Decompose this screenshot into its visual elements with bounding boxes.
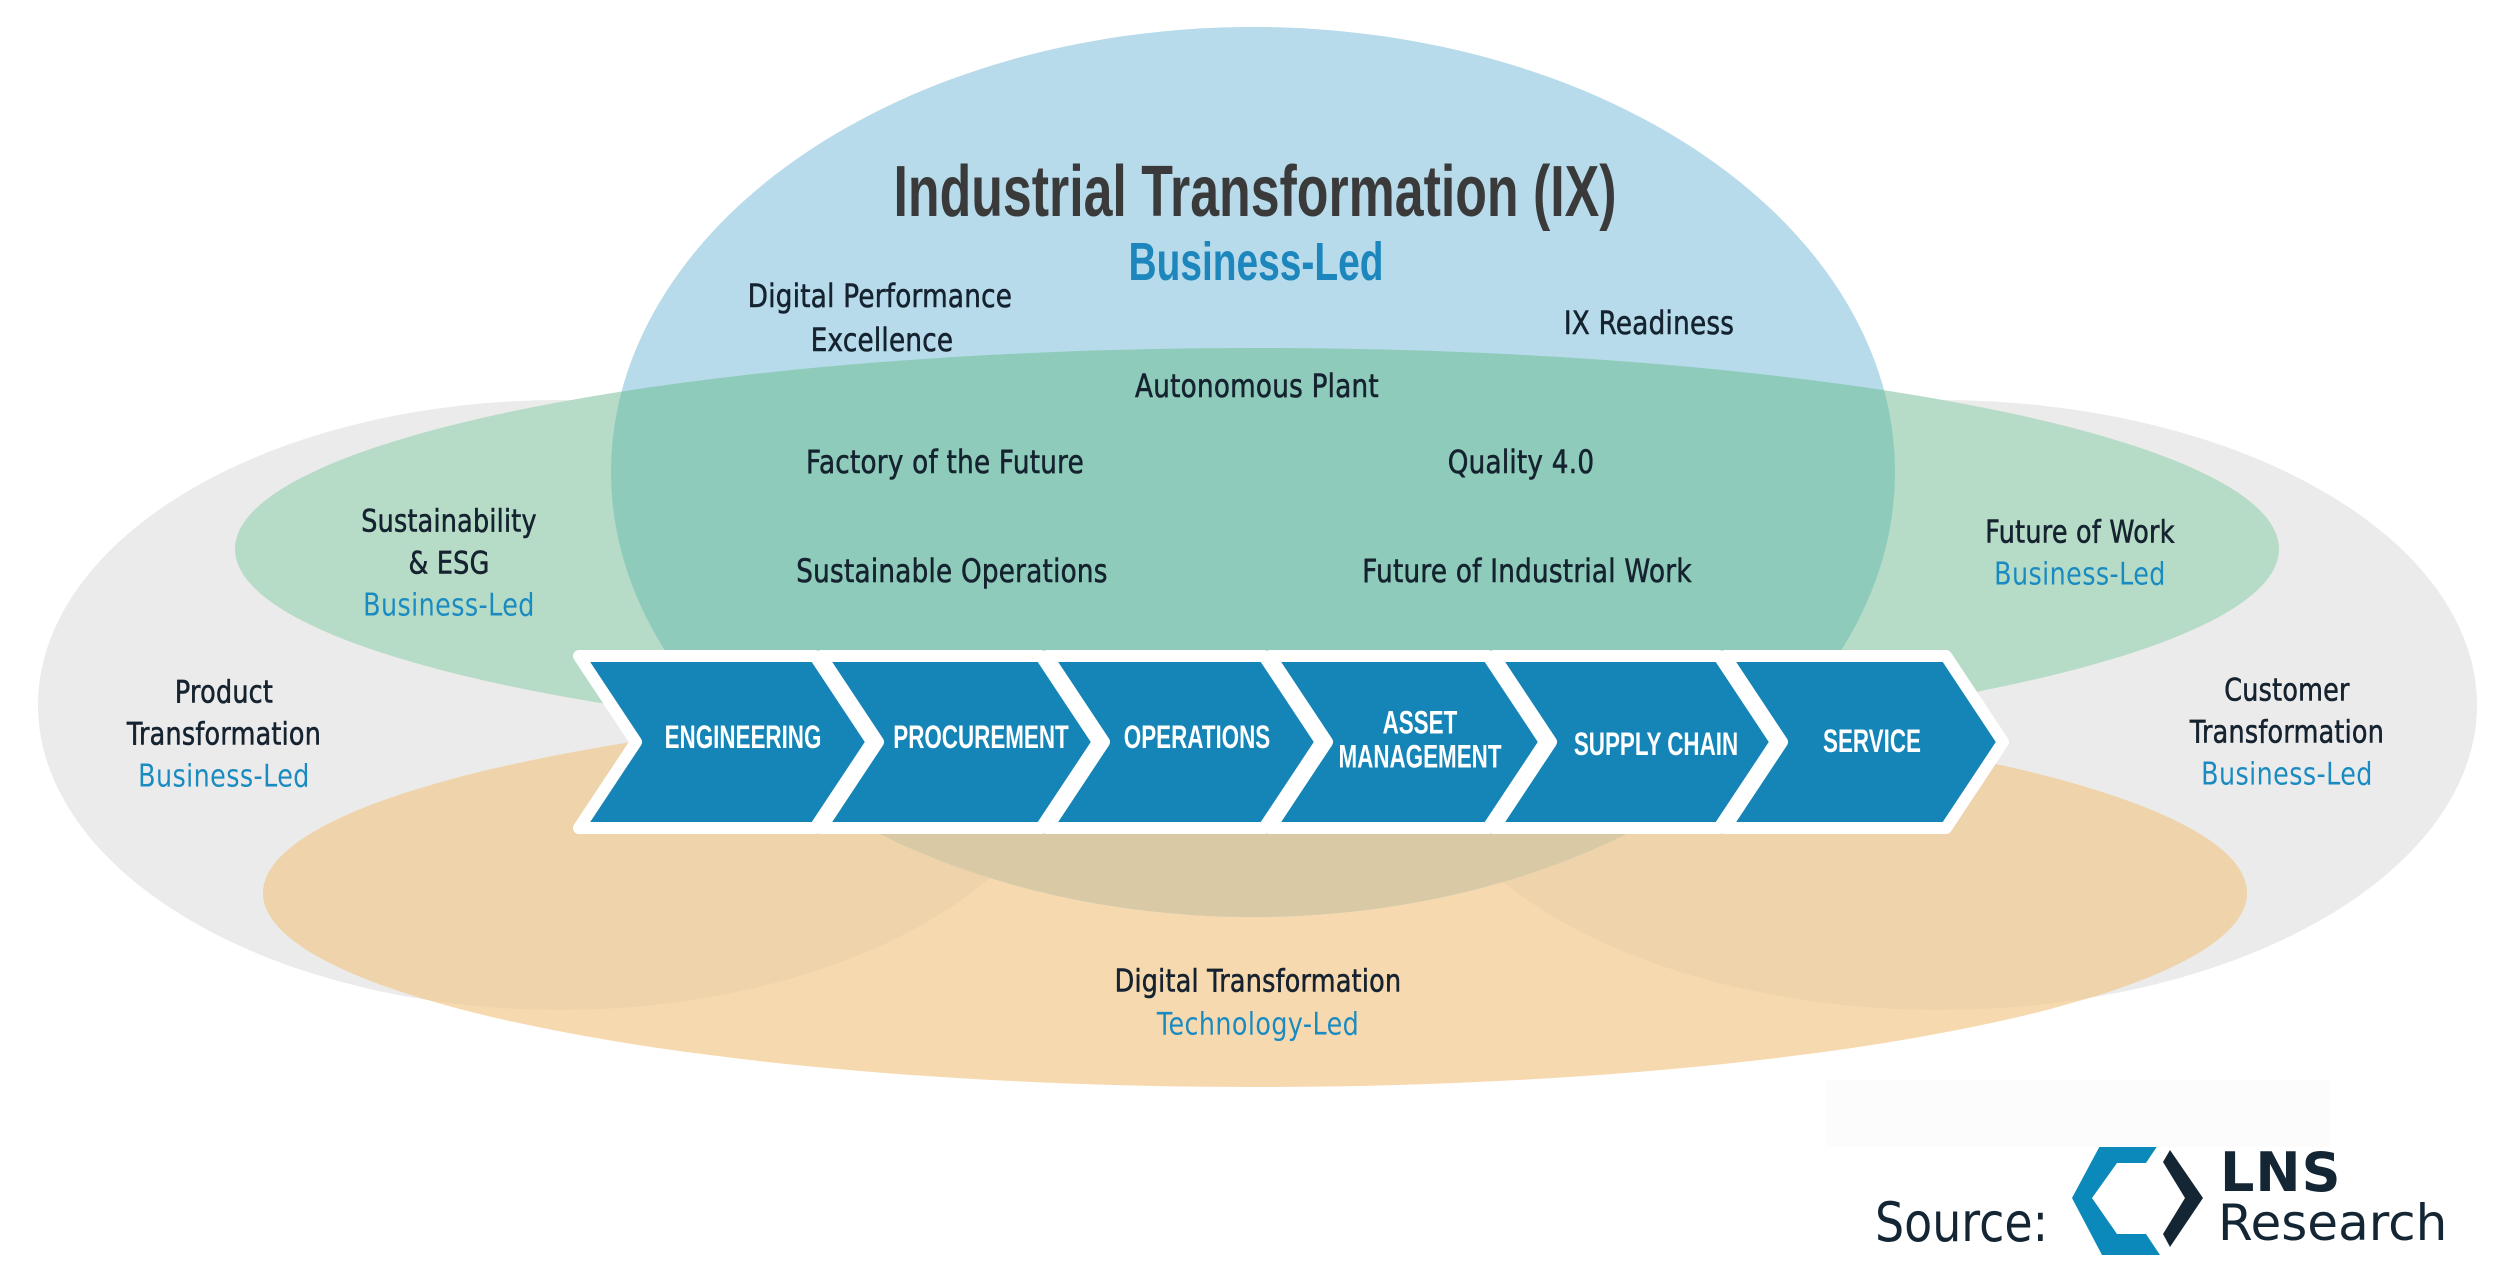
- diagram-title: Industrial Transformation (IX): [893, 152, 1617, 232]
- initiative-quality-4: Quality 4.0: [1447, 443, 1595, 481]
- chevron-label-supply-chain: SUPPLY CHAIN: [1573, 726, 1739, 763]
- chevron-label-operations: OPERATIONS: [1123, 719, 1271, 756]
- initiative-digital-performance-line2: Excellence: [810, 321, 954, 359]
- customer-transformation-label-line2: Transformation: [2189, 714, 2385, 751]
- initiative-autonomous-plant: Autonomous Plant: [1135, 367, 1379, 405]
- customer-transformation-label: Customer: [2224, 672, 2350, 709]
- chevron-label-procurement: PROCUREMENT: [893, 719, 1069, 756]
- product-transformation-label-line2: Transformation: [126, 716, 322, 753]
- initiative-factory-of-the-future: Factory of the Future: [806, 443, 1084, 481]
- digital-transformation-lead: Technology-Led: [1156, 1006, 1360, 1043]
- source-backdrop: [1826, 1080, 2330, 1147]
- chevron-service: [1719, 650, 2009, 834]
- chevron-label-service: SERVICE: [1823, 723, 1921, 760]
- product-transformation-label: Product: [174, 674, 274, 711]
- lns-logo-icon: [2072, 1142, 2203, 1255]
- sustainability-label-line2: & ESG: [408, 545, 490, 582]
- chevron-label-asset-management: ASSET MANAGEMENT: [1338, 704, 1502, 774]
- diagram-title-subtitle: Business-Led: [1128, 232, 1384, 292]
- initiative-digital-performance: Digital Performance: [747, 277, 1013, 315]
- sustainability-lead: Business-Led: [363, 587, 535, 624]
- customer-transformation-lead: Business-Led: [2201, 756, 2373, 793]
- digital-transformation-label: Digital Transformation: [1114, 963, 1402, 1000]
- initiative-future-of-industrial-work: Future of Industrial Work: [1362, 552, 1692, 590]
- brand-research: Research: [2218, 1194, 2448, 1252]
- source-label: Source:: [1875, 1191, 2049, 1254]
- value-chain-chevrons: [573, 650, 2009, 834]
- future-of-work-lead: Business-Led: [1994, 556, 2166, 593]
- initiative-ix-readiness: IX Readiness: [1563, 304, 1735, 342]
- product-transformation-lead: Business-Led: [138, 758, 310, 795]
- initiative-sustainable-operations: Sustainable Operations: [796, 552, 1108, 590]
- future-of-work-label: Future of Work: [1985, 514, 2175, 551]
- chevron-label-engineering: ENGINEERING: [664, 719, 822, 756]
- sustainability-label: Sustainability: [361, 503, 537, 540]
- brand-lns: LNS: [2220, 1141, 2342, 1204]
